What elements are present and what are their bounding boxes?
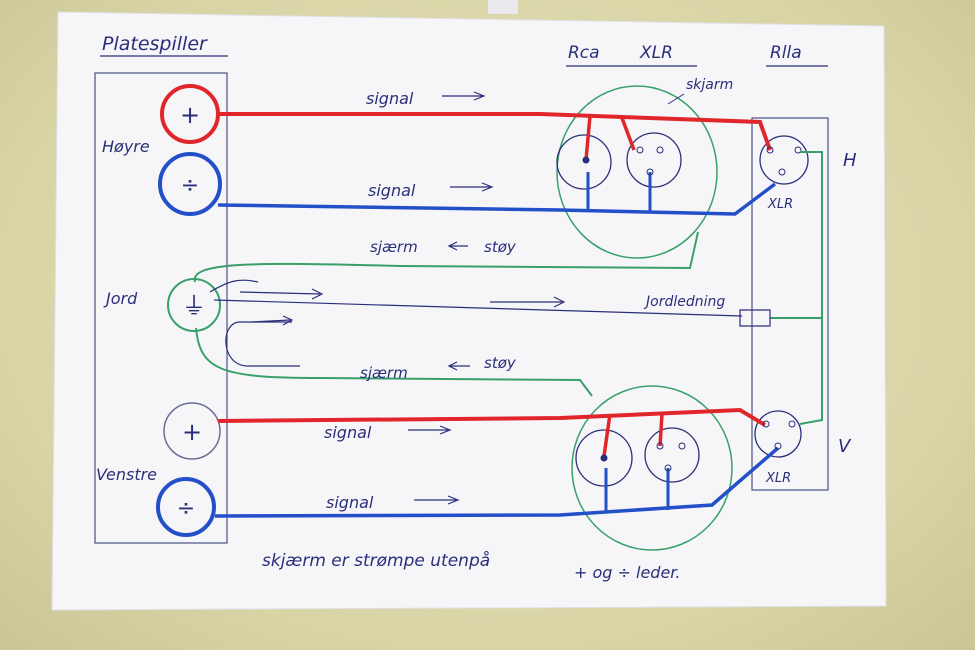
rca-pin-top	[582, 156, 590, 164]
bottom-cable-shield	[571, 385, 733, 551]
green-ground-bus	[799, 151, 823, 425]
signal-arrow-3	[408, 425, 452, 435]
amp-pin-bottom-b	[788, 420, 796, 428]
ground-symbol: ⏚	[182, 292, 206, 320]
plus-terminal-left	[163, 402, 221, 460]
green-shield-top	[193, 231, 699, 283]
minus-symbol-right: ÷	[181, 173, 199, 198]
shield-noise-label-2: sjærm	[360, 364, 408, 382]
red-wire-right-xlr-tap	[620, 117, 636, 151]
ground-lug	[739, 309, 771, 327]
turntable-title: Platespiller	[102, 33, 208, 55]
paper-clip	[488, 0, 518, 14]
minus-symbol-left: ÷	[177, 496, 195, 521]
note-line-2: + og ÷ leder.	[574, 563, 681, 582]
amp-pin-top-b	[794, 146, 802, 154]
signal-arrow-2	[450, 182, 494, 192]
right-channel-label: Høyre	[102, 137, 150, 156]
rca-connector-bottom	[575, 429, 633, 487]
red-wire-left-rca-tap	[602, 413, 612, 457]
pin-bottom-b	[678, 442, 686, 450]
signal-arrow-4	[414, 495, 460, 505]
pin-top-b	[656, 146, 664, 154]
minus-terminal-left	[156, 477, 216, 537]
ground-loop-lower	[225, 321, 300, 367]
xlr-connector-top-rca	[626, 132, 682, 188]
signal-label-2: signal	[368, 181, 416, 200]
arrow-ground-1	[239, 288, 324, 300]
ground-label: Jord	[103, 289, 138, 308]
paper-sheet	[51, 11, 887, 611]
signal-arrow-1	[442, 91, 486, 101]
shield-top-pointer	[667, 93, 685, 105]
red-wire-left-xlr-tap	[658, 413, 664, 447]
red-wire-left	[217, 407, 767, 427]
green-shield-bottom	[195, 327, 593, 397]
amp-pin-top-c	[778, 168, 786, 176]
turntable-box	[94, 72, 228, 544]
h-channel-label: H	[843, 150, 857, 171]
xlr-socket-bottom-label: XLR	[765, 471, 791, 486]
left-channel-label: Venstre	[96, 465, 157, 484]
arrow-ground-2	[490, 296, 566, 308]
shield-noise-label-1: sjærm	[370, 238, 418, 256]
signal-label-4: signal	[326, 493, 374, 512]
blue-wire-left	[214, 446, 780, 518]
top-cable-shield	[556, 85, 718, 259]
rca-header: Rca	[568, 43, 600, 63]
blue-wire-right	[217, 182, 777, 216]
amp-header: Rlla	[770, 43, 802, 63]
signal-label-3: signal	[324, 423, 372, 442]
pin-bottom-c	[664, 464, 672, 472]
minus-terminal-right	[158, 152, 222, 216]
ground-lead-wire	[213, 299, 743, 317]
xlr-socket-top	[759, 135, 809, 185]
v-channel-label: V	[838, 436, 852, 457]
pin-bottom-a	[656, 442, 664, 450]
xlr-connector-bottom-rca	[644, 427, 700, 483]
xlr-socket-top-label: XLR	[767, 197, 793, 212]
ground-loop-upper	[209, 279, 259, 293]
noise-label-1: støy	[484, 238, 517, 256]
pin-top-a	[636, 146, 644, 154]
plus-symbol-right: +	[180, 101, 200, 129]
amp-box	[751, 117, 829, 491]
plus-symbol-left: +	[182, 418, 202, 446]
signal-label-1: signal	[366, 89, 414, 108]
xlr-header: XLR	[639, 43, 673, 63]
ground-wire-label: Jordledning	[643, 294, 725, 310]
red-wire-right	[218, 112, 772, 151]
xlr-socket-bottom	[754, 410, 802, 458]
noise-arrow-1	[447, 241, 468, 251]
arrow-ground-3	[251, 315, 294, 326]
shield-top-label: skjarm	[686, 77, 733, 93]
amp-pin-bottom-a	[762, 420, 770, 428]
noise-arrow-2	[447, 361, 470, 371]
amp-pin-top-a	[766, 146, 774, 154]
pin-top-c	[646, 168, 654, 176]
rca-connector-top	[556, 134, 612, 190]
noise-label-2: støy	[484, 354, 517, 372]
rca-pin-bottom	[600, 454, 608, 462]
note-line-1: skjærm er strømpe utenpå	[262, 550, 490, 571]
amp-pin-bottom-c	[774, 442, 782, 450]
red-wire-right-rca-tap	[584, 115, 592, 161]
